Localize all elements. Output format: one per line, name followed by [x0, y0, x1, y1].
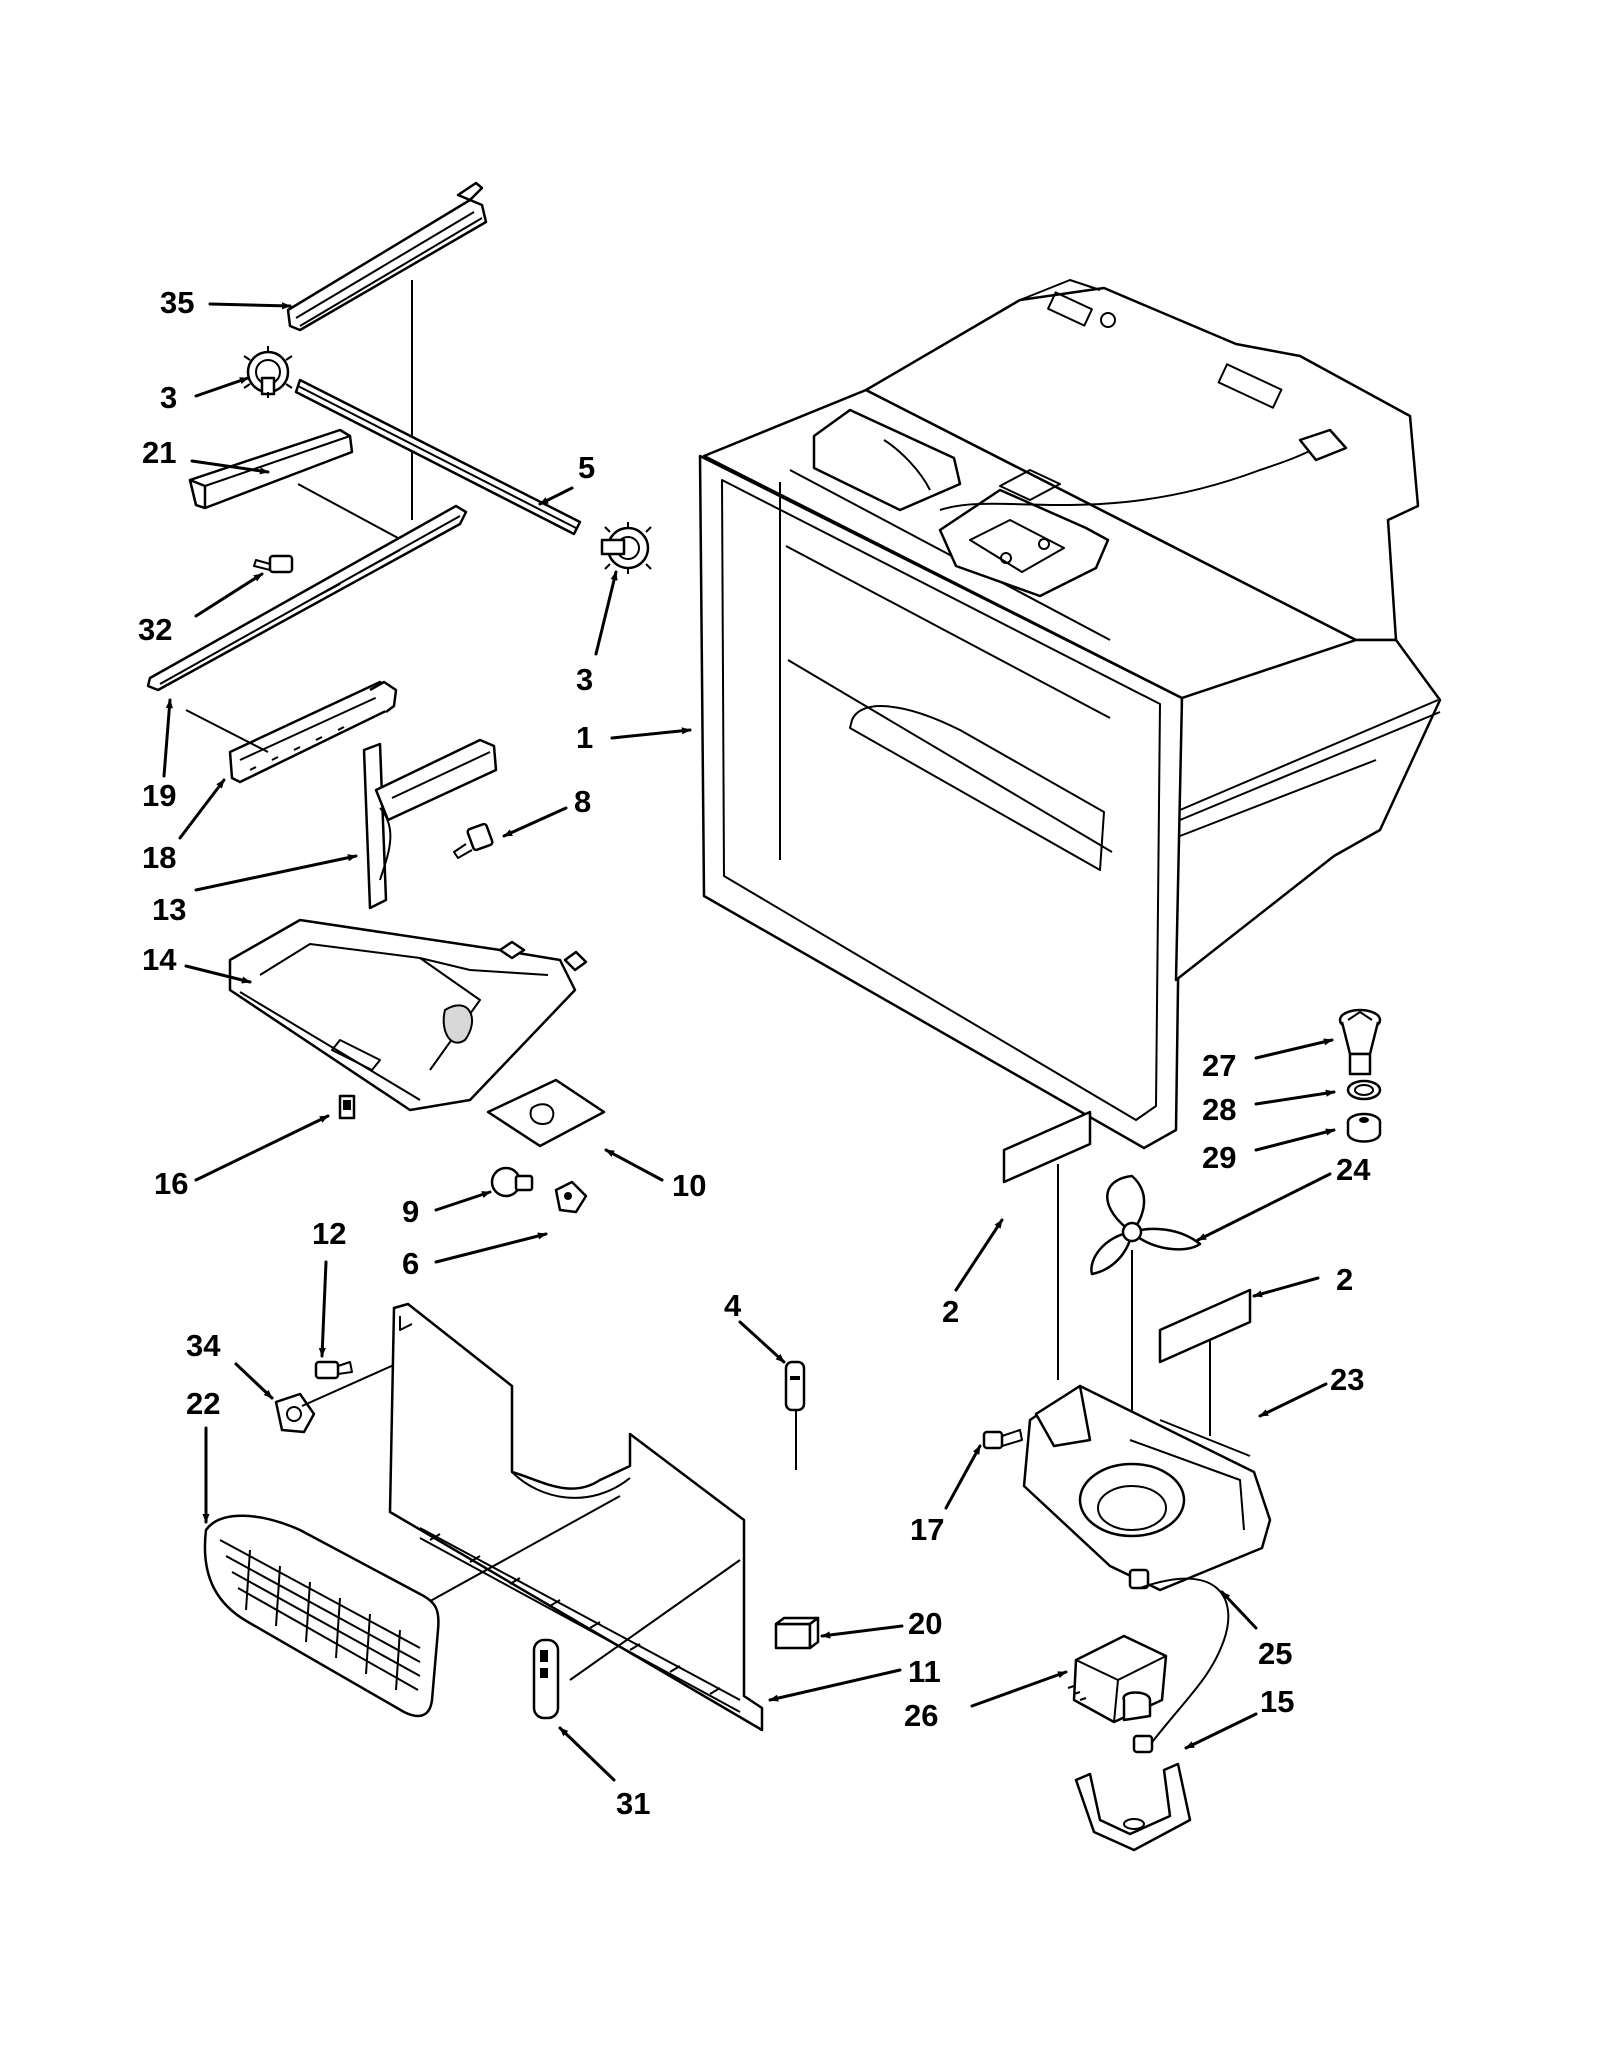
part-23-fan-shroud: [1022, 1384, 1272, 1592]
callout-8: 8: [574, 784, 591, 819]
part-31-pin: [532, 1638, 560, 1720]
callout-24: 24: [1336, 1152, 1371, 1187]
callout-22: 22: [186, 1386, 220, 1421]
part-17-screw: [982, 1429, 1023, 1450]
part-10-sheet: [486, 1078, 606, 1148]
callout-34: 34: [186, 1328, 221, 1363]
part-25-harness: [1128, 1568, 1230, 1751]
callout-3-upper: 3: [160, 380, 177, 415]
part-22-grille: [203, 1514, 440, 1718]
part-34-switch: [274, 1363, 397, 1434]
callout-31: 31: [616, 1786, 650, 1821]
callout-5: 5: [578, 450, 595, 485]
callout-4: 4: [724, 1288, 742, 1323]
callout-2-left: 2: [942, 1294, 959, 1329]
part-16-clip: [338, 1094, 356, 1120]
part-29-cap: [1346, 1112, 1382, 1143]
callout-15: 15: [1260, 1684, 1294, 1719]
part-6-socket: [554, 1180, 588, 1214]
part-20-strip: [774, 1616, 820, 1650]
callout-14: 14: [142, 942, 177, 977]
callout-28: 28: [1202, 1092, 1236, 1127]
callout-12: 12: [312, 1216, 346, 1251]
callout-2-right: 2: [1336, 1262, 1353, 1297]
callout-21: 21: [142, 435, 176, 470]
part-1-liner: [698, 279, 1442, 1150]
part-27-drain-trap: [1338, 1008, 1382, 1076]
part-8-screw: [453, 822, 494, 859]
part-15-motor-bracket: [1074, 1734, 1192, 1852]
callout-19: 19: [142, 778, 176, 813]
part-28-washer: [1346, 1079, 1382, 1101]
part-2-pad-left: [1002, 1110, 1092, 1380]
part-35-rail: [286, 181, 488, 520]
callout-10: 10: [672, 1168, 706, 1203]
part-3-gear-left: [243, 346, 293, 398]
callout-35: 35: [160, 285, 194, 320]
callout-32: 32: [138, 612, 172, 647]
part-11-panel: [388, 1302, 764, 1732]
callout-17: 17: [910, 1512, 944, 1547]
callout-26: 26: [904, 1698, 938, 1733]
callout-9: 9: [402, 1194, 419, 1229]
part-32-screw: [253, 554, 294, 574]
callout-23: 23: [1330, 1362, 1364, 1397]
callout-16: 16: [154, 1166, 188, 1201]
part-14-housing: [228, 918, 588, 1112]
callout-6: 6: [402, 1246, 419, 1281]
callout-1: 1: [576, 720, 593, 755]
part-5-rod: [294, 378, 582, 536]
part-3-gear-right: [600, 522, 652, 574]
callout-11: 11: [908, 1654, 941, 1689]
callout-13: 13: [152, 892, 186, 927]
part-26-motor: [1067, 1634, 1168, 1724]
callout-3-right: 3: [576, 662, 593, 697]
part-13-side-plate: [362, 738, 498, 910]
part-4-sensor: [784, 1360, 806, 1470]
leader-arrows: [162, 302, 1336, 1782]
callout-18: 18: [142, 840, 176, 875]
part-12-screw: [314, 1360, 353, 1380]
part-9-bulb: [490, 1166, 534, 1198]
part-18-drawer-bracket: [185, 680, 398, 784]
callout-27: 27: [1202, 1048, 1236, 1083]
callout-29: 29: [1202, 1140, 1236, 1175]
callout-25: 25: [1258, 1636, 1292, 1671]
callout-20: 20: [908, 1606, 942, 1641]
part-2-pad-right: [1158, 1288, 1252, 1436]
part-19-slide-rail: [146, 504, 468, 692]
callout-labels: 35 3 21 5 32 3 1 19 18 8 13 14 27 28 29 …: [138, 285, 1371, 1821]
part-21-bracket: [188, 428, 399, 539]
